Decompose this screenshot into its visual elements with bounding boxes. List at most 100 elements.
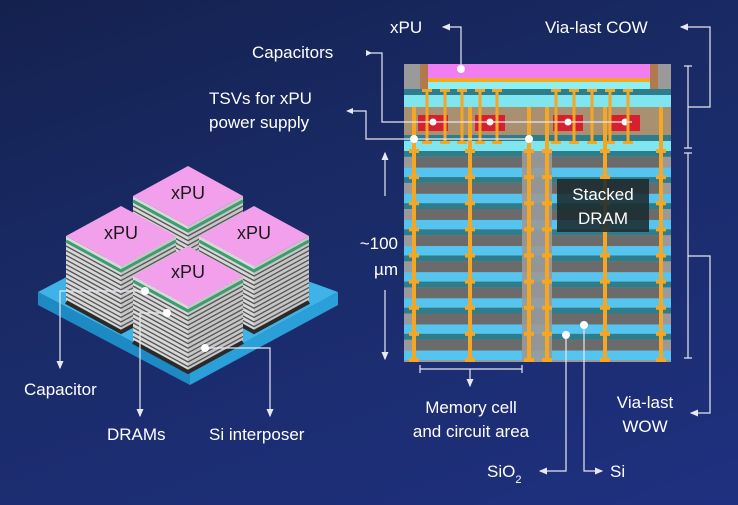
tsv-pad <box>409 149 419 153</box>
tsv-pad <box>542 280 552 284</box>
tsv-pad <box>524 332 534 336</box>
cow-tsv-pad <box>605 89 615 92</box>
memory-cell-line1: Memory cell <box>425 398 517 417</box>
tsv-pad <box>542 201 552 205</box>
tsv-pad <box>524 227 534 231</box>
sio2-subscript: 2 <box>515 474 521 486</box>
tsv-pad <box>524 358 534 362</box>
drams-label: DRAMs <box>107 425 166 444</box>
tsv-pad <box>465 358 475 362</box>
capacitor-label: Capacitor <box>24 380 97 399</box>
cow-tsv-pad <box>605 141 615 144</box>
si-dot <box>580 321 588 329</box>
cow-tsv-pad <box>457 89 467 92</box>
tsv-pad <box>524 175 534 179</box>
cow-tsv-2 <box>461 89 464 144</box>
height-label-line2: µm <box>374 260 398 279</box>
interposer-dot <box>201 344 209 352</box>
tsv-pad <box>656 332 666 336</box>
tsv-0 <box>412 107 416 362</box>
tsv-pad <box>465 175 475 179</box>
cross-section: Stacked DRAM <box>404 64 671 362</box>
cow-tsv-1 <box>444 89 447 144</box>
tsv-pad <box>656 149 666 153</box>
tsv-pad <box>656 227 666 231</box>
tsv-pad <box>409 306 419 310</box>
tsv-pad <box>524 306 534 310</box>
cow-tsv-pad <box>492 141 502 144</box>
via-last-wow-line2: WOW <box>622 417 667 436</box>
height-label-line1: ~100 <box>360 234 398 253</box>
tsv-pad <box>656 358 666 362</box>
si-label: Si <box>610 462 625 481</box>
tsv-pad <box>656 254 666 258</box>
tsv-pad <box>542 175 552 179</box>
cow-tsv-0 <box>426 89 429 144</box>
xpu-bond-layer <box>428 78 650 82</box>
tsv-pad <box>656 201 666 205</box>
capacitor-dot <box>141 287 149 295</box>
tsv-pad <box>524 280 534 284</box>
cow-tsv-pad <box>569 141 579 144</box>
cow-tsv-pad <box>587 89 597 92</box>
tsv-pad <box>465 254 475 258</box>
xpu-oxide <box>428 82 650 89</box>
cow-tsv-pad <box>623 141 633 144</box>
via-last-cow-label: Via-last COW <box>545 18 648 37</box>
tsv-3 <box>545 107 549 362</box>
cow-tsv-pad <box>422 89 432 92</box>
tsv-pad <box>409 358 419 362</box>
tsv-4 <box>603 107 607 362</box>
tsv-pad <box>542 149 552 153</box>
tsv-pad <box>524 254 534 258</box>
cow-tsv-9 <box>627 89 630 144</box>
cow-tsv-pad <box>569 89 579 92</box>
cow-tsv-8 <box>609 89 612 144</box>
tsv-pad <box>524 201 534 205</box>
si-interposer-label: Si interposer <box>209 425 305 444</box>
tsv-dot-right <box>525 135 533 143</box>
drams-dot <box>163 309 171 317</box>
tsv-pad <box>542 332 552 336</box>
tsv-pad <box>656 306 666 310</box>
tsv-pad <box>465 280 475 284</box>
sio2-label: SiO2 <box>487 462 521 486</box>
tsv-pad <box>409 332 419 336</box>
tsv-pad <box>600 332 610 336</box>
tsvs-label-line2: power supply <box>209 113 310 132</box>
tsv-pad <box>542 227 552 231</box>
via-last-wow-line1: Via-last <box>617 393 674 412</box>
cow-tsv-pad <box>492 89 502 92</box>
tsv-pad <box>656 175 666 179</box>
stacked-dram-line1: Stacked <box>572 185 633 204</box>
xpu-chip-label-right: xPU <box>237 223 271 243</box>
cow-tsv-pad <box>422 141 432 144</box>
via-last-cow-callout-line <box>681 27 710 107</box>
sio2-dot <box>562 331 570 339</box>
cow-tsv-5 <box>555 89 558 144</box>
tsv-pad <box>409 227 419 231</box>
via-last-wow-callout-line <box>688 256 710 413</box>
tsv-pad <box>600 280 610 284</box>
cow-tsv-4 <box>496 89 499 144</box>
tsv-2 <box>527 107 531 362</box>
tsvs-arrowhead <box>346 108 353 114</box>
cow-tsv-3 <box>479 89 482 144</box>
stacked-dram-line2: DRAM <box>578 209 628 228</box>
tsv-dot-left <box>410 135 418 143</box>
tsv-pad <box>465 201 475 205</box>
tsv-1 <box>468 107 472 362</box>
cow-tsv-6 <box>573 89 576 144</box>
tsv-pad <box>600 175 610 179</box>
tsv-pad <box>542 254 552 258</box>
tsv-pad <box>600 358 610 362</box>
tsv-pad <box>656 280 666 284</box>
cow-tsv-pad <box>623 89 633 92</box>
xpu-chip-label-back: xPU <box>171 183 205 203</box>
tsv-pad <box>600 306 610 310</box>
tsv-pad <box>465 149 475 153</box>
cow-tsv-pad <box>475 141 485 144</box>
cow-tsv-pad <box>440 89 450 92</box>
